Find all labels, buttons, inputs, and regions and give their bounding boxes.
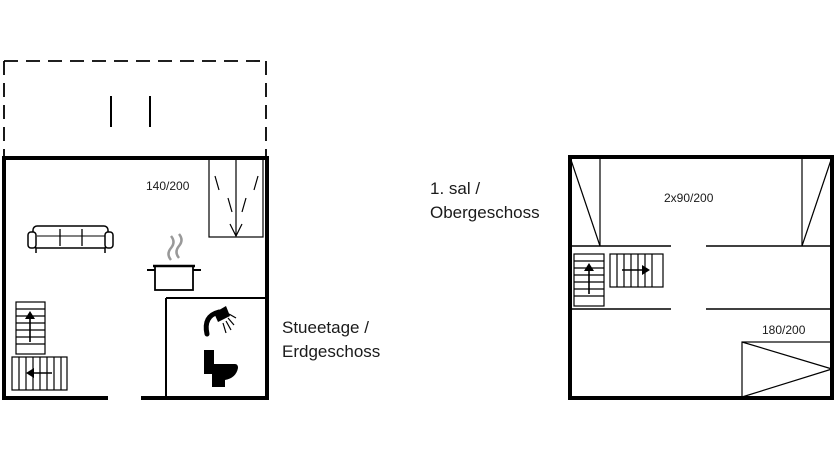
ground-floor-walls <box>2 156 269 400</box>
ground-floor-label-line1: Stueetage / <box>282 318 369 337</box>
sloped-ceiling <box>569 156 833 247</box>
upper-floor-label-line2: Obergeschoss <box>430 203 540 222</box>
bed-icon <box>741 341 833 398</box>
shower-icon <box>203 306 237 337</box>
terrace-outline <box>3 60 267 158</box>
upper-floor-label-line1: 1. sal / <box>430 179 480 198</box>
ground-floor-bed-label: 140/200 <box>146 179 190 193</box>
toilet-icon <box>204 350 238 387</box>
upper-floor-bed-label-1: 2x90/200 <box>664 191 714 205</box>
upper-floor-inner-walls <box>570 245 832 310</box>
ground-floor-label-line2: Erdgeschoss <box>282 342 380 361</box>
bathroom-walls <box>165 297 267 398</box>
sofa-icon <box>27 225 114 253</box>
upper-floor: 1. sal / Obergeschoss 2x90/200 180/200 <box>430 155 834 400</box>
ground-floor: 140/200 <box>2 60 380 400</box>
bed-icon <box>208 157 264 238</box>
upper-floor-bed-label-2: 180/200 <box>762 323 806 337</box>
cooking-pot-icon <box>147 233 201 291</box>
stairs-icon <box>11 301 68 391</box>
stairs-icon <box>573 253 664 307</box>
